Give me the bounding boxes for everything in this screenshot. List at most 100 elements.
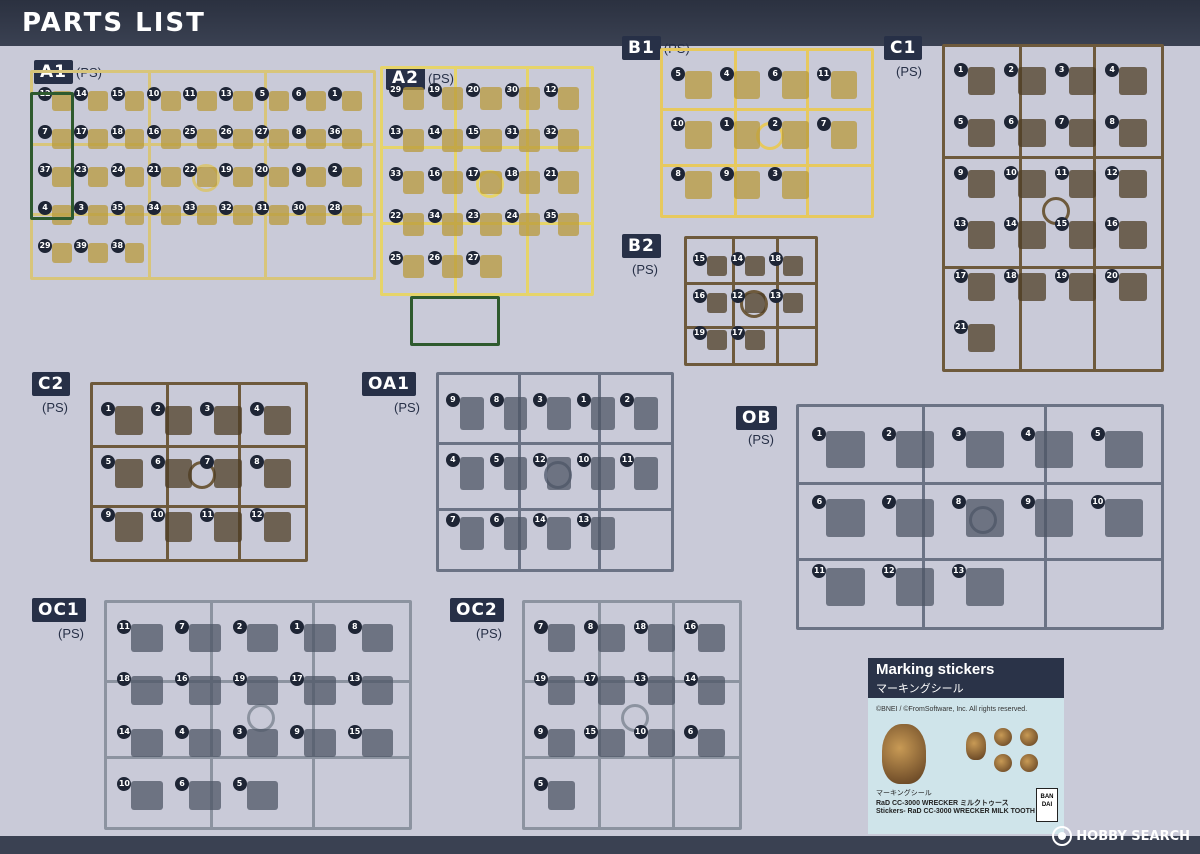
- part-number-badge: 6: [150, 455, 165, 469]
- part-number-badge: 17: [290, 672, 305, 686]
- part-number-badge: 7: [816, 117, 831, 131]
- sprue-part: [896, 499, 935, 538]
- sprue-part: [124, 90, 145, 112]
- part-number-badge: 12: [882, 564, 896, 579]
- part-number-badge: 5: [671, 67, 686, 81]
- sprue-part: [1018, 221, 1046, 250]
- sprue-part: [361, 623, 394, 653]
- hobby-search-icon: [1052, 826, 1073, 846]
- ps-ob: (PS): [748, 432, 774, 447]
- part-number-badge: 8: [671, 167, 686, 181]
- sprue-gate-ring: [247, 704, 275, 732]
- part-number-badge: 15: [466, 125, 481, 140]
- sprue-runner: [525, 756, 739, 760]
- sprue-part: [305, 90, 326, 112]
- part-number-badge: 5: [489, 453, 504, 467]
- sprue-part: [88, 166, 109, 188]
- sprue-part: [459, 457, 484, 490]
- sticker-title: Marking stickers: [876, 661, 995, 678]
- sprue-part: [402, 87, 425, 111]
- sprue-part: [246, 728, 279, 758]
- sprue-part: [131, 728, 164, 758]
- sprue-part: [263, 512, 292, 542]
- part-number-badge: 13: [951, 564, 966, 579]
- sprue-part: [480, 87, 502, 111]
- part-number-badge: 4: [719, 67, 734, 81]
- sprue-part: [1018, 67, 1046, 96]
- sprue-part: [547, 676, 575, 705]
- part-number-badge: 8: [489, 393, 504, 407]
- sprue-part: [214, 459, 242, 489]
- part-number-badge: 10: [633, 724, 648, 739]
- ps-oc2: (PS): [476, 626, 502, 641]
- sticker-copyright: ©BNEI / ©FromSoftware, Inc. All rights r…: [876, 706, 1028, 713]
- sprue-part: [115, 405, 143, 435]
- part-number-badge: 10: [1090, 495, 1105, 510]
- sprue-part: [233, 128, 254, 150]
- sprue-part: [830, 71, 858, 99]
- part-number-badge: 29: [38, 238, 53, 253]
- part-number-badge: 6: [812, 495, 827, 510]
- sprue-runner: [439, 441, 671, 445]
- sprue-part: [647, 676, 675, 705]
- part-number-badge: 4: [175, 724, 189, 739]
- part-number-badge: 31: [255, 200, 270, 215]
- sprue-part: [341, 90, 362, 112]
- sprue-part: [341, 128, 362, 150]
- part-number-badge: 2: [327, 162, 342, 177]
- sprue-part: [124, 166, 145, 188]
- part-number-badge: 14: [730, 252, 745, 267]
- part-number-badge: 20: [466, 83, 481, 98]
- sprue-part: [480, 213, 502, 237]
- sprue-part: [459, 397, 484, 430]
- sprue-runner: [663, 107, 871, 111]
- sprue-part: [733, 171, 761, 199]
- footer-bar: [0, 836, 1200, 854]
- part-number-badge: 13: [953, 217, 968, 232]
- part-number-badge: 1: [576, 393, 591, 407]
- part-number-badge: 3: [768, 167, 783, 181]
- ps-oa1: (PS): [394, 400, 420, 415]
- sprue-part: [733, 121, 761, 149]
- part-number-badge: 39: [74, 238, 89, 253]
- part-number-badge: 5: [255, 86, 270, 101]
- part-number-badge: 19: [1054, 268, 1069, 283]
- sprue-part: [965, 430, 1004, 469]
- part-number-badge: 29: [388, 83, 403, 98]
- ps-c2: (PS): [42, 400, 68, 415]
- part-number-badge: 3: [200, 401, 215, 416]
- part-number-badge: 27: [255, 124, 270, 139]
- sprue-part: [685, 121, 712, 149]
- part-number-badge: 27: [466, 251, 481, 266]
- sprue-part: [189, 728, 221, 758]
- sprue-part: [164, 405, 193, 435]
- sprue-part: [441, 129, 463, 153]
- part-number-badge: 23: [466, 209, 481, 224]
- sprue-runner: [107, 756, 409, 760]
- sprue-part: [189, 623, 221, 653]
- sprue-part: [402, 213, 425, 237]
- sprue-part: [547, 781, 575, 810]
- sprue-runner: [439, 508, 671, 512]
- skull-emblem-large: [882, 724, 926, 784]
- sprue-part: [304, 676, 336, 705]
- label-c2: C2: [32, 372, 71, 396]
- part-number-badge: 10: [146, 86, 161, 101]
- sprue-part: [896, 568, 935, 606]
- part-number-badge: 9: [101, 508, 116, 523]
- part-number-badge: 3: [74, 200, 89, 215]
- part-number-badge: 25: [388, 251, 403, 266]
- sprue-part: [160, 90, 181, 112]
- sprue-part: [1068, 169, 1097, 199]
- sprue-part: [706, 256, 728, 277]
- sprue-part: [52, 90, 72, 112]
- sprue-frame-a2-green: [410, 296, 500, 346]
- part-number-badge: 14: [74, 86, 89, 101]
- sprue-part: [305, 166, 326, 188]
- label-oa1: OA1: [362, 372, 416, 396]
- part-number-badge: 17: [953, 268, 968, 283]
- sprue-part: [341, 166, 362, 188]
- part-number-badge: 14: [1004, 217, 1019, 232]
